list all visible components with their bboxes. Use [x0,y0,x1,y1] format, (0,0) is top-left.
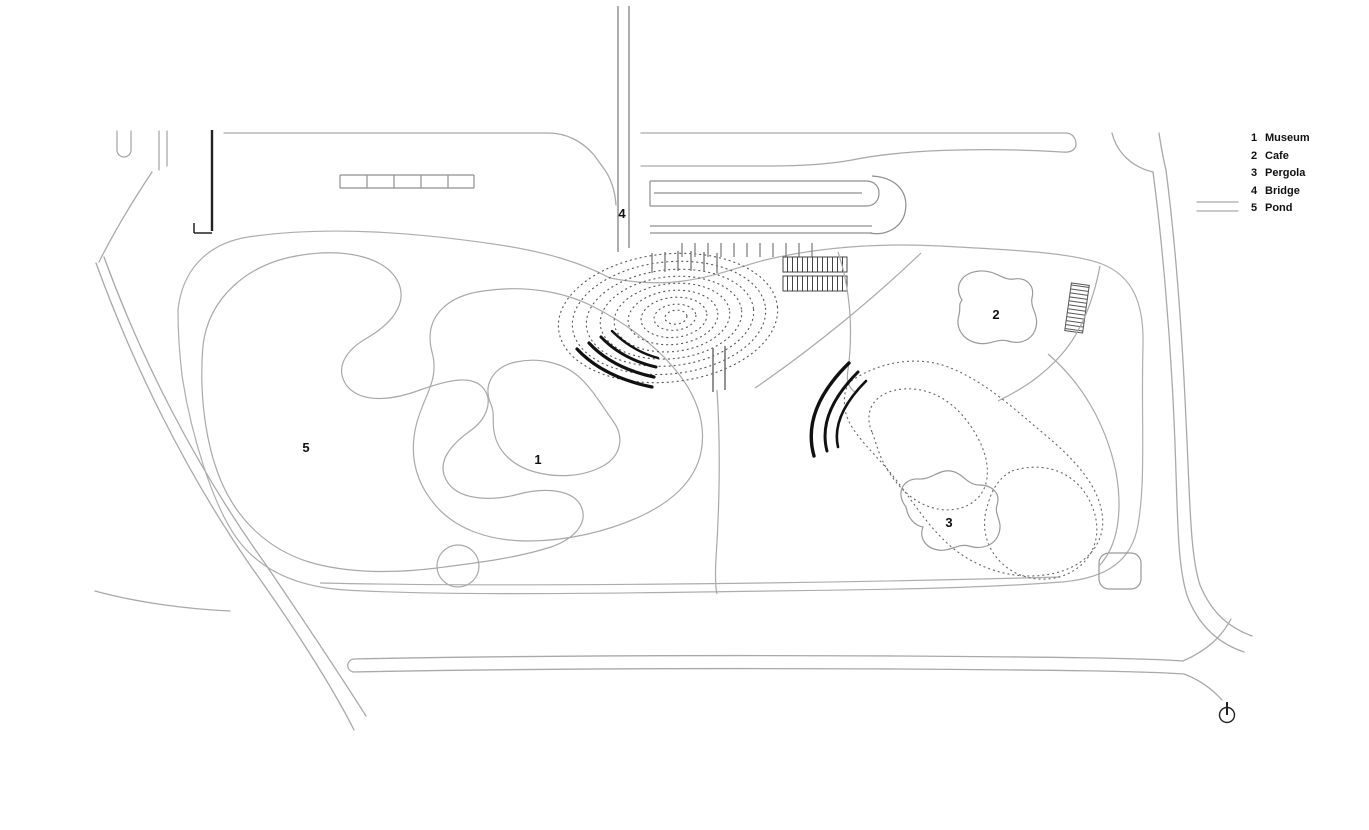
museum-building [649,180,880,207]
north-arrow-icon [1218,702,1236,724]
stairs-strip [1064,282,1090,334]
cafe-outline [957,270,1038,345]
right-garden [754,251,1120,580]
amphitheater [557,251,779,392]
legend-item: 1 Museum [1251,133,1310,144]
legend-number: 5 [1251,202,1258,214]
center-divider-path [714,389,720,595]
plan-label-pond: 5 [302,440,309,455]
legend-label: Bridge [1265,184,1300,197]
legend-number: 3 [1251,167,1258,179]
small-structure [1098,552,1142,590]
plan-label-cafe: 2 [992,307,999,322]
pergola-outline [900,470,1001,551]
legend-number: 1 [1251,132,1258,144]
plan-label-museum: 1 [534,452,541,467]
dashed-loop-inner [868,388,988,511]
road-top-left [223,132,617,206]
dashed-loop-outer [843,360,1104,577]
legend-label: Pergola [1265,167,1306,179]
museum-columns [674,243,822,257]
parking-stalls [339,174,475,189]
wall-ticks [712,346,726,392]
legend-item: 5 Pond [1251,203,1310,214]
legend-label: Museum [1265,132,1310,144]
colonnade-ticks [651,251,718,273]
parking-hatch-2 [782,275,848,292]
legend-label: Cafe [1265,149,1289,162]
bridge-lines [617,6,630,252]
legend-number: 2 [1251,149,1258,162]
road-top-center [640,132,1077,167]
amphitheater-dark-arcs [575,329,660,389]
plan-label-pergola: 3 [945,515,952,530]
legend-item: 2 Cafe [1251,149,1310,162]
garden-dark-arcs [809,361,868,458]
landform-outline [412,288,704,542]
pond-outline [201,252,584,573]
pond-area [201,252,720,595]
legend: 1 Museum 2 Cafe 3 Pergola 4 Bridge 5 Pon… [1251,133,1310,221]
roads [94,130,1253,731]
parking-hatch-1 [782,256,848,273]
legend-label: Pond [1265,202,1293,214]
structures [193,130,1142,590]
road-bottom [352,618,1232,662]
small-tree-circle [436,544,480,588]
island-outline [487,359,621,477]
road-diagonal [95,262,355,731]
legend-number: 4 [1251,184,1258,197]
legend-item: 3 Pergola [1251,168,1310,179]
plan-labels: 1 2 3 4 5 [302,206,999,530]
legend-item: 4 Bridge [1251,184,1310,197]
street-right [1152,171,1245,653]
park-boundary [177,230,1144,595]
plan-label-bridge: 4 [618,206,626,221]
